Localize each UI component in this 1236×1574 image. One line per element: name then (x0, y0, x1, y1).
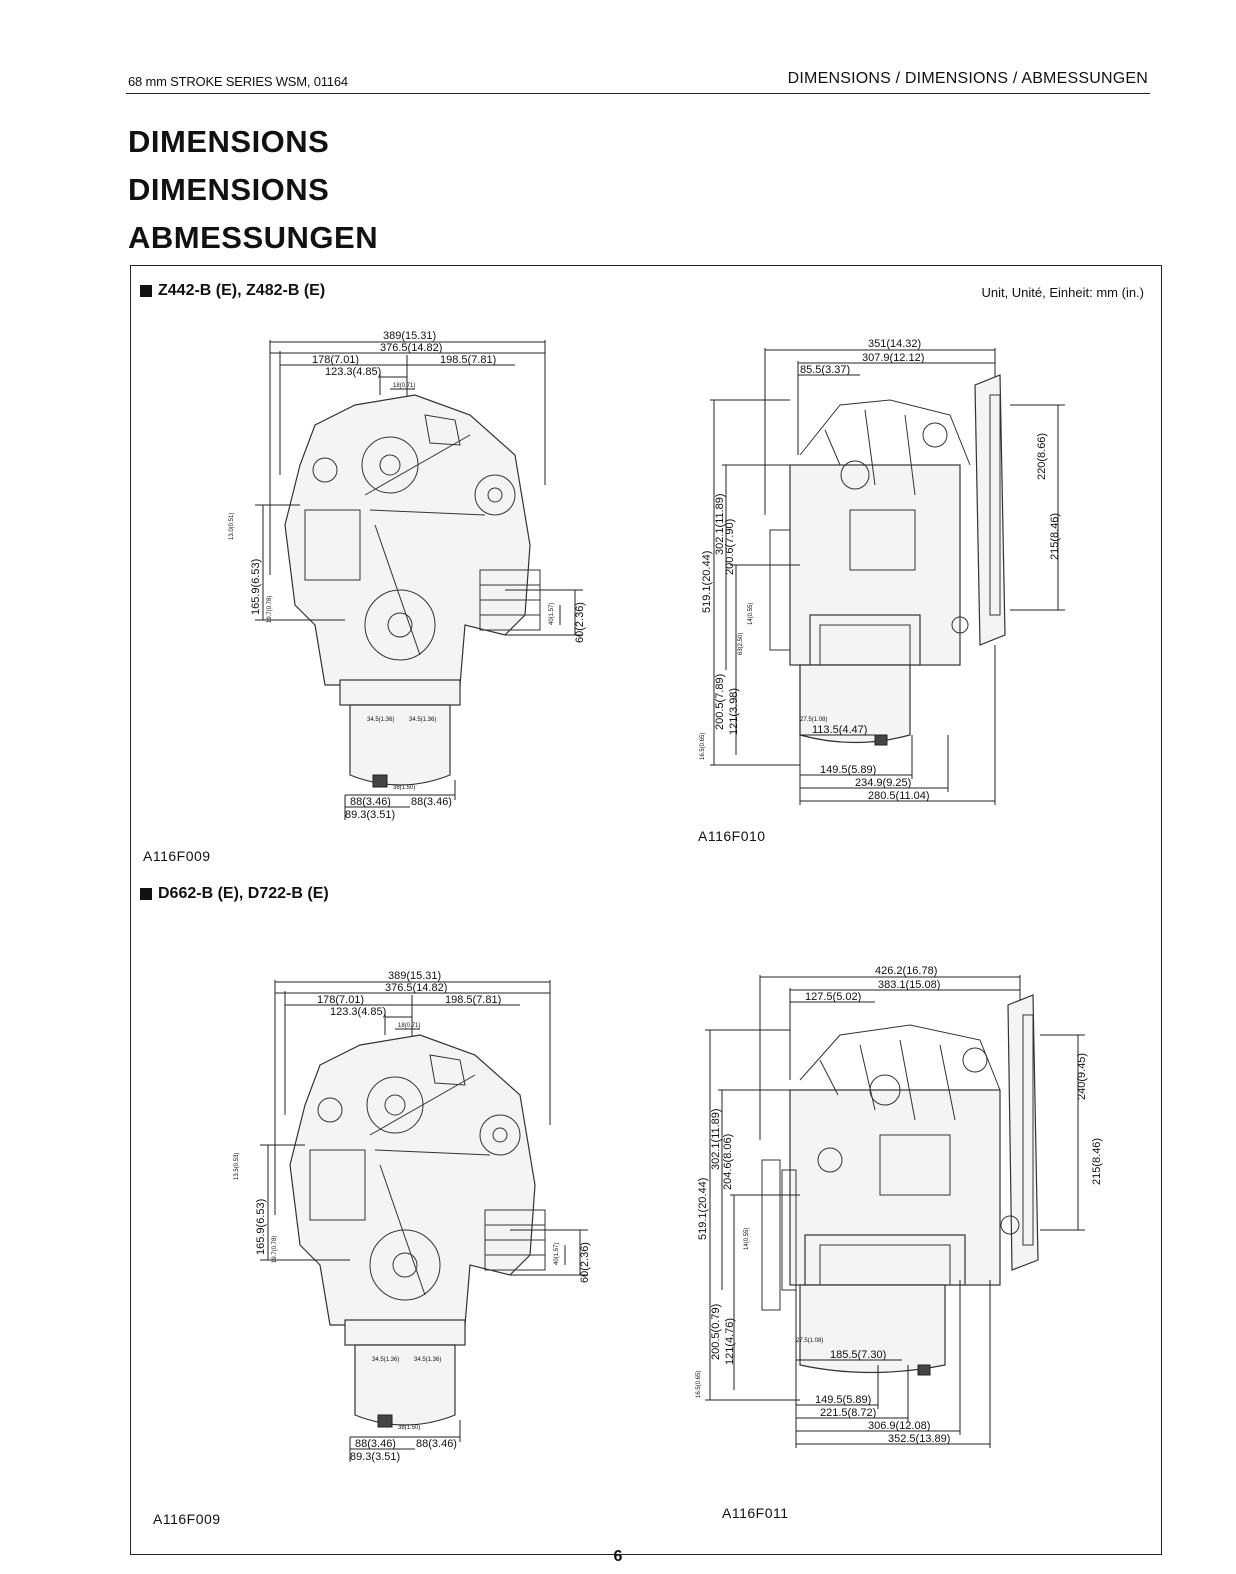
dim-label: 88(3.46) (411, 796, 452, 808)
page-number: 6 (613, 1548, 623, 1565)
dim-label: 215(8.46) (1049, 513, 1061, 560)
header-rule (126, 93, 1150, 94)
dim-label: 149.5(5.89) (820, 764, 876, 776)
square-bullet-icon (140, 285, 152, 297)
dim-label: 307.9(12.12) (862, 352, 924, 364)
dim-label: 123.3(4.85) (330, 1006, 386, 1018)
dim-label: 198.5(7.81) (440, 354, 496, 366)
dim-label: 14(0.55) (744, 1228, 750, 1250)
dim-label: 27.5(1.08) (796, 1338, 823, 1344)
dim-label: 426.2(16.78) (875, 965, 937, 977)
dim-label: 13.5(0.53) (234, 1153, 240, 1180)
figure-code: A116F011 (722, 1505, 789, 1521)
dim-label: 240(9.45) (1076, 1053, 1088, 1100)
dim-label: 352.5(13.89) (888, 1433, 950, 1445)
dim-label: 40(1.57) (554, 1243, 560, 1265)
dim-label: 121(4.76) (724, 1318, 736, 1365)
dim-label: 40(1.57) (549, 603, 555, 625)
dim-label: 113.5(4.47) (812, 724, 867, 736)
figure-code: A116F009 (153, 1511, 221, 1527)
dim-label: 383.1(15.08) (878, 979, 940, 991)
dim-label: 13.0(0.51) (229, 513, 235, 540)
dim-label: 34.5(1.36) (414, 1357, 441, 1363)
dim-label: 280.5(11.04) (868, 790, 930, 802)
dim-label: 34.5(1.36) (372, 1357, 399, 1363)
dim-label: 200.5(0.79) (710, 1304, 722, 1360)
page-title-de: ABMESSUNGEN (128, 220, 379, 255)
header-section: DIMENSIONS / DIMENSIONS / ABMESSUNGEN (787, 70, 1148, 87)
dim-label: 19.7(0.78) (267, 596, 273, 623)
dim-label: 88(3.46) (416, 1438, 457, 1450)
dim-label: 178(7.01) (312, 354, 359, 366)
page-title-en: DIMENSIONS (128, 124, 330, 159)
dim-label: 149.5(5.89) (815, 1394, 871, 1406)
square-bullet-icon (140, 888, 152, 900)
dim-label: 220(8.66) (1036, 433, 1048, 480)
dim-label: 389(15.31) (388, 970, 441, 982)
dim-label: 215(8.46) (1091, 1138, 1103, 1185)
dim-label: 351(14.32) (868, 338, 921, 350)
engine-front-illustration (289, 1034, 546, 1428)
dim-label: 165.9(6.53) (250, 559, 262, 615)
dim-label: 200.6(7.90) (724, 519, 736, 575)
dim-label: 234.9(9.25) (855, 777, 911, 789)
dim-label: 89.3(3.51) (345, 809, 395, 821)
header-series: 68 mm STROKE SERIES WSM, 01164 (128, 74, 348, 89)
dim-label: 121(3.98) (728, 688, 740, 735)
side-view-drawing-d: 426.2(16.78) 383.1(15.08) 127.5(5.02) 51… (696, 965, 1103, 1448)
dim-label: 519.1(20.44) (701, 551, 713, 613)
dim-label: 89.3(3.51) (350, 1451, 400, 1463)
page-title-fr: DIMENSIONS (128, 172, 330, 207)
dim-label: 302.1(11.89) (710, 1108, 722, 1170)
dim-label: 127.5(5.02) (805, 991, 861, 1003)
dim-label: 221.5(8.72) (820, 1407, 876, 1419)
dim-label: 19.7(0.78) (272, 1236, 278, 1263)
engine-front-illustration (284, 394, 541, 788)
side-view-drawing-z: 351(14.32) 307.9(12.12) 85.5(3.37) 519.1… (700, 338, 1065, 805)
dim-label: 34.5(1.36) (367, 717, 394, 723)
dim-label: 200.5(7.89) (714, 674, 726, 730)
unit-label: Unit, Unité, Einheit: mm (in.) (981, 285, 1144, 300)
dim-label: 16.5(0.65) (700, 733, 706, 760)
dim-label: 178(7.01) (317, 994, 364, 1006)
dim-label: 165.9(6.53) (255, 1199, 267, 1255)
dim-label: 18(0.71) (398, 1023, 420, 1029)
figure-code: A116F009 (143, 848, 211, 864)
dim-label: 60(2.36) (579, 1242, 591, 1283)
figure-frame (130, 265, 1162, 1555)
dim-label: 88(3.46) (350, 796, 391, 808)
dim-label: 18(0.71) (393, 383, 415, 389)
dim-label: 38(1.50) (393, 785, 415, 791)
front-view-drawing-d: 389(15.31) 376.5(14.82) 178(7.01) 198.5(… (234, 970, 591, 1463)
dim-label: 123.3(4.85) (325, 366, 381, 378)
dim-label: 376.5(14.82) (380, 342, 442, 354)
dim-label: 27.5(1.08) (800, 717, 827, 723)
dim-label: 302.1(11.89) (714, 493, 726, 555)
dim-label: 34.5(1.36) (409, 717, 436, 723)
figure-code: A116F010 (698, 828, 766, 844)
dim-label: 38(1.50) (398, 1425, 420, 1431)
engine-side-illustration (769, 374, 1006, 746)
dim-label: 60(2.36) (574, 602, 586, 643)
engine-side-illustration (761, 994, 1039, 1376)
dim-label: 85.5(3.37) (800, 364, 850, 376)
section-heading-text: Z442-B (E), Z482-B (E) (158, 282, 326, 299)
dim-label: 519.1(20.44) (697, 1178, 709, 1240)
section-heading-d: D662-B (E), D722-B (E) (140, 885, 329, 903)
dim-label: 185.5(7.30) (830, 1349, 886, 1361)
section-heading-text: D662-B (E), D722-B (E) (158, 885, 329, 902)
dim-label: 389(15.31) (383, 330, 436, 342)
dim-label: 376.5(14.82) (385, 982, 447, 994)
dim-label: 198.5(7.81) (445, 994, 501, 1006)
front-view-drawing-z: 389(15.31) 376.5(14.82) 178(7.01) 198.5(… (229, 330, 586, 821)
dim-label: 204.6(8.06) (722, 1134, 734, 1190)
dim-label: 306.9(12.08) (868, 1420, 930, 1432)
dim-label: 63(2.50) (738, 633, 744, 655)
dim-label: 14(0.55) (748, 603, 754, 625)
dim-label: 88(3.46) (355, 1438, 396, 1450)
section-heading-z: Z442-B (E), Z482-B (E) (140, 282, 325, 300)
dim-label: 16.5(0.65) (696, 1371, 702, 1398)
